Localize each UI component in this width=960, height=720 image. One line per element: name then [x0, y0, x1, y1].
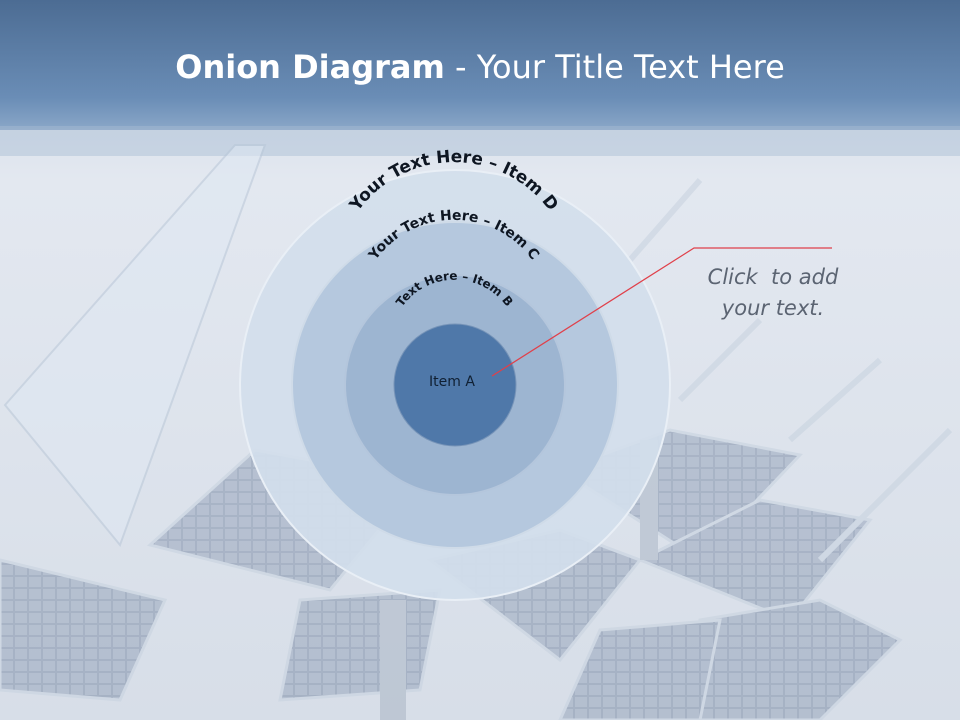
slide-title[interactable]: Onion Diagram - Your Title Text Here	[0, 48, 960, 86]
callout-line-1: Click to add	[707, 265, 839, 289]
callout-line-2: your text.	[721, 296, 825, 320]
layer-a-core[interactable]	[393, 323, 517, 447]
title-subtitle: - Your Title Text Here	[444, 48, 785, 86]
layer-a-label: Item A	[429, 374, 475, 390]
title-main: Onion Diagram	[175, 48, 445, 86]
callout-placeholder[interactable]: Click to add your text.	[688, 262, 858, 324]
callout-line	[491, 247, 832, 377]
